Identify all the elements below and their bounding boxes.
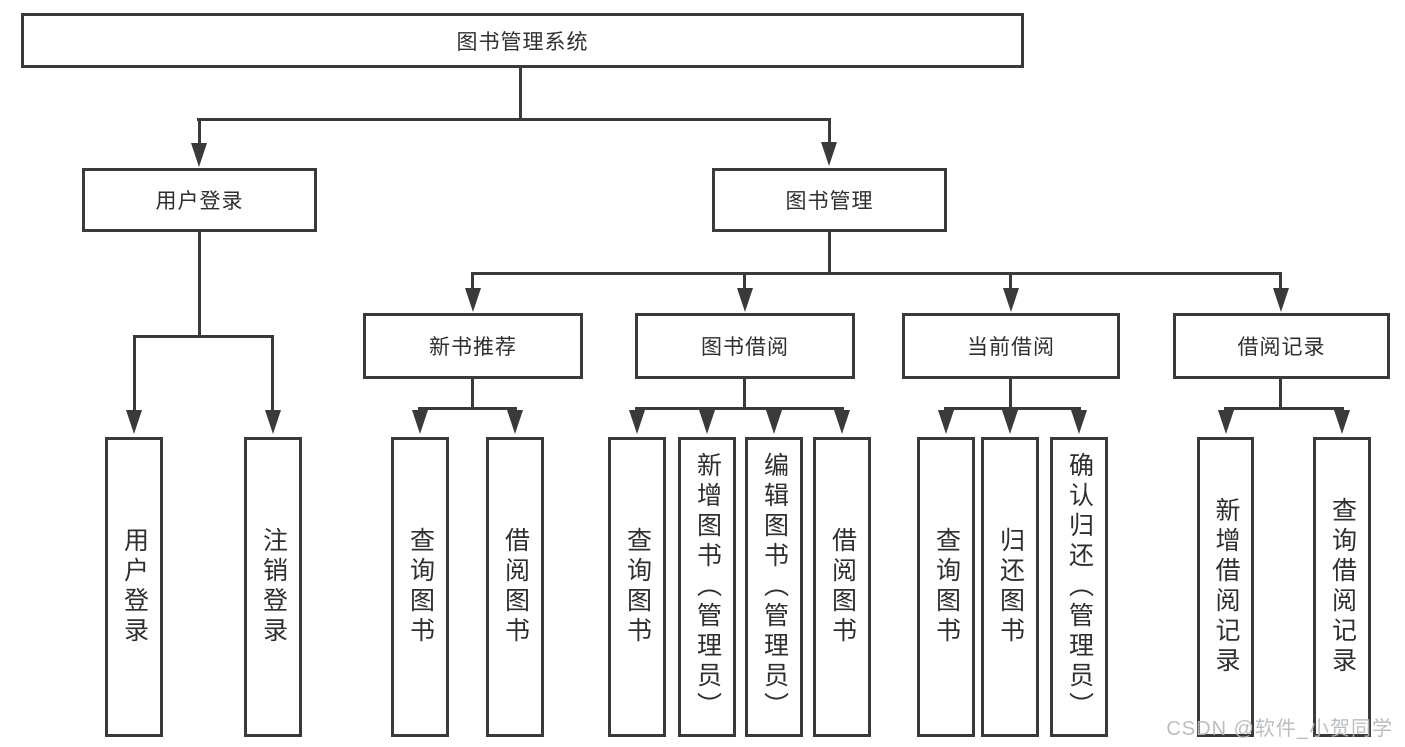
- leaf-borrow-books-2: 借阅图书: [813, 437, 871, 737]
- connector-root-stem: [519, 66, 522, 120]
- node-new-book-recommend: 新书推荐: [363, 313, 583, 379]
- connector-bookmgmt-drop-4: [1279, 275, 1282, 289]
- connector-bookmgmt-drop-2: [743, 275, 746, 289]
- node-library-system: 图书管理系统: [21, 13, 1024, 68]
- arrow-down-icon: [465, 288, 481, 312]
- arrow-down-icon: [1003, 288, 1019, 312]
- connector-bookmgmt-branch: [471, 272, 1282, 275]
- connector-userlogin-drop-1: [133, 338, 136, 410]
- arrow-down-icon: [1334, 410, 1350, 434]
- connector-bookmgmt-drop-3: [1009, 275, 1012, 289]
- node-borrowing-records: 借阅记录: [1173, 313, 1390, 379]
- arrow-down-icon: [412, 410, 428, 434]
- leaf-borrow-books-1: 借阅图书: [486, 437, 544, 737]
- leaf-return-books: 归还图书: [981, 437, 1039, 737]
- connector-records-branch: [1224, 407, 1344, 410]
- leaf-edit-books-admin: 编辑图书（管理员）: [745, 437, 803, 737]
- leaf-query-books-3: 查询图书: [917, 437, 975, 737]
- connector-userlogin-branch: [133, 335, 274, 338]
- arrow-down-icon: [507, 410, 523, 434]
- arrow-down-icon: [1218, 410, 1234, 434]
- connector-bookborrow-branch: [635, 407, 844, 410]
- connector-userlogin-drop-2: [271, 338, 274, 410]
- arrow-down-icon: [265, 410, 281, 434]
- leaf-query-books-1: 查询图书: [391, 437, 449, 737]
- node-user-login: 用户登录: [82, 168, 317, 232]
- node-book-borrowing: 图书借阅: [635, 313, 855, 379]
- arrow-down-icon: [938, 410, 954, 434]
- connector-root-drop-right: [828, 121, 831, 145]
- arrow-down-icon: [737, 288, 753, 312]
- connector-newbook-branch: [418, 407, 517, 410]
- leaf-confirm-return-admin: 确认归还（管理员）: [1050, 437, 1108, 737]
- arrow-down-icon: [191, 143, 207, 167]
- leaf-query-books-2: 查询图书: [608, 437, 666, 737]
- connector-root-branch: [197, 118, 831, 121]
- connector-newbook-stem: [471, 379, 474, 410]
- arrow-down-icon: [821, 142, 837, 166]
- connector-current-stem: [1009, 379, 1012, 410]
- leaf-add-borrow-record: 新增借阅记录: [1197, 437, 1254, 737]
- leaf-logout: 注销登录: [244, 437, 302, 737]
- node-current-borrowing: 当前借阅: [902, 313, 1120, 379]
- leaf-query-borrow-record: 查询借阅记录: [1313, 437, 1371, 737]
- arrow-down-icon: [766, 410, 782, 434]
- arrow-down-icon: [1071, 410, 1087, 434]
- connector-current-branch: [944, 407, 1081, 410]
- connector-bookmgmt-stem: [828, 232, 831, 275]
- node-book-management: 图书管理: [712, 168, 947, 232]
- connector-bookmgmt-drop-1: [471, 275, 474, 289]
- arrow-down-icon: [834, 410, 850, 434]
- leaf-user-login: 用户登录: [105, 437, 163, 737]
- connector-root-drop-left: [198, 121, 201, 147]
- arrow-down-icon: [1002, 410, 1018, 434]
- connector-userlogin-stem: [198, 232, 201, 338]
- connector-records-stem: [1279, 379, 1282, 410]
- arrow-down-icon: [126, 410, 142, 434]
- connector-bookborrow-stem: [743, 379, 746, 410]
- arrow-down-icon: [1273, 288, 1289, 312]
- arrow-down-icon: [699, 410, 715, 434]
- leaf-add-books-admin: 新增图书（管理员）: [678, 437, 736, 737]
- csdn-watermark: CSDN @软件_小贺同学: [1166, 718, 1393, 740]
- arrow-down-icon: [629, 410, 645, 434]
